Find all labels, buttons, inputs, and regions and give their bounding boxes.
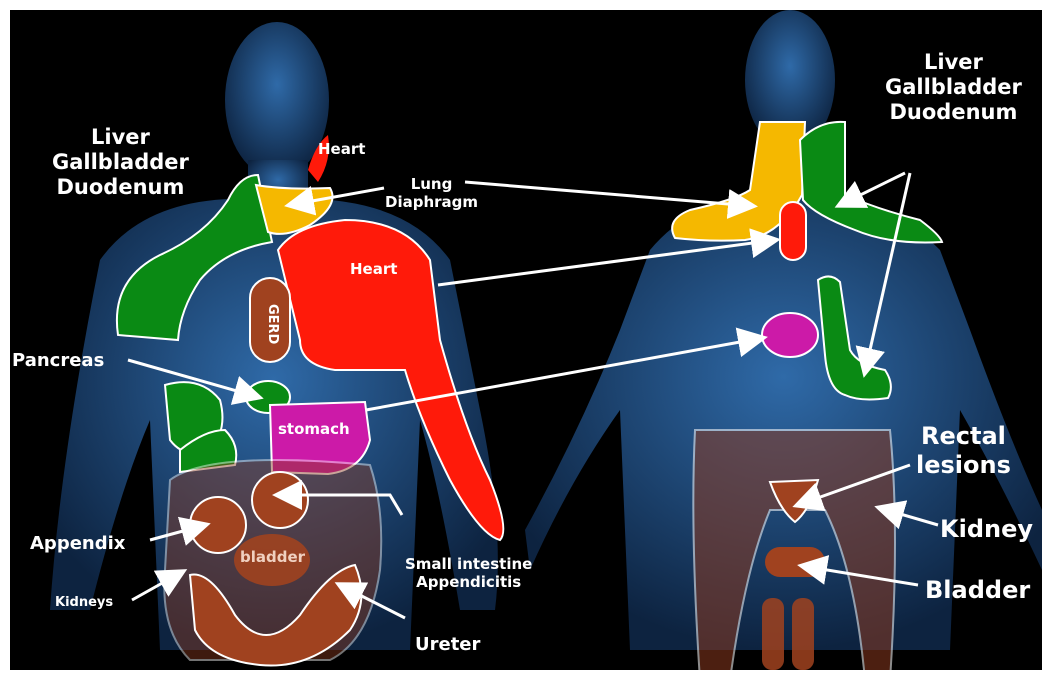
back-liver-label: Liver Gallbladder Duodenum bbox=[885, 50, 1022, 126]
front-ureter-label: Ureter bbox=[415, 634, 480, 656]
front-pancreas-label: Pancreas bbox=[12, 350, 104, 372]
arrow-lung-back bbox=[465, 182, 752, 206]
back-kidney-right-region bbox=[792, 598, 814, 670]
front-appendix-label: Appendix bbox=[30, 533, 125, 555]
back-bladder-label: Bladder bbox=[925, 576, 1030, 605]
front-kidneys-label: Kidneys bbox=[55, 595, 113, 611]
front-liver-label: Liver Gallbladder Duodenum bbox=[52, 125, 189, 201]
front-heart-large-label: Heart bbox=[350, 260, 397, 278]
front-appendix-region bbox=[190, 497, 246, 553]
back-stomach-region bbox=[762, 313, 818, 357]
front-small-intestine-label: Small intestine Appendicitis bbox=[405, 555, 532, 591]
front-heart-small-label: Heart bbox=[318, 140, 365, 158]
back-kidney-label: Kidney bbox=[940, 515, 1033, 544]
front-bladder-label: bladder bbox=[240, 548, 305, 566]
back-heart-region bbox=[780, 202, 806, 260]
front-gerd-label: GERD bbox=[264, 304, 280, 344]
arrow-liver-back-1 bbox=[840, 173, 905, 205]
front-small-intestine-region bbox=[252, 472, 308, 528]
back-rectal-label: Rectal lesions bbox=[916, 422, 1011, 480]
back-bladder-region bbox=[765, 547, 825, 577]
back-kidney-left-region bbox=[762, 598, 784, 670]
front-stomach-label: stomach bbox=[278, 420, 350, 438]
front-lung-label: Lung Diaphragm bbox=[385, 175, 478, 211]
diagram-canvas: Liver Gallbladder Duodenum Heart Lung Di… bbox=[10, 10, 1042, 670]
